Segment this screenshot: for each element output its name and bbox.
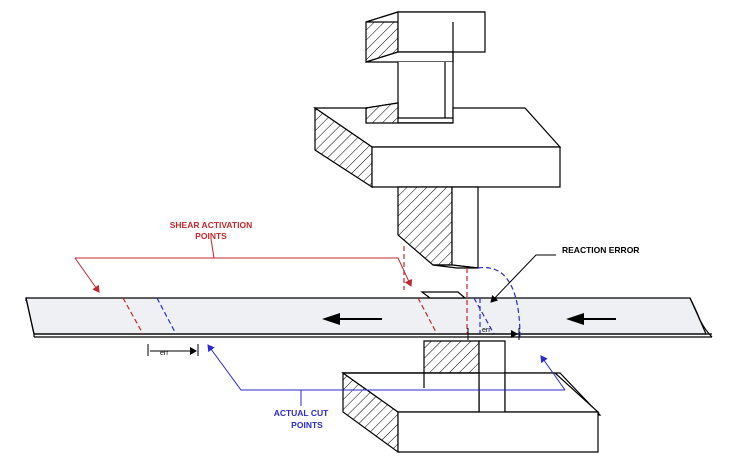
actual-cut-label-line2: POINTS: [291, 420, 323, 430]
flow-arrow-left-icon: [322, 313, 382, 325]
lower-die-plate: [341, 371, 602, 454]
flow-arrow-right-icon: [566, 313, 616, 325]
shear-label-line1: SHEAR ACTIVATION: [170, 220, 252, 230]
actual-leaders: [207, 344, 566, 406]
upper-column: [397, 62, 454, 127]
upper-blade: [397, 186, 479, 269]
upper-top-cap: [365, 11, 486, 63]
shear-label-line2: POINTS: [195, 231, 227, 241]
material-strip: [25, 297, 713, 338]
actual-cut-label-line1: ACTUAL CUT: [274, 408, 329, 418]
err-dimension-right: [467, 328, 520, 340]
err-dimension-left: [147, 344, 199, 356]
reaction-error-label: REACTION ERROR: [562, 245, 639, 255]
err-label-right: err: [482, 327, 491, 334]
reaction-leader: [490, 254, 556, 303]
cut-block: [420, 291, 467, 299]
shear-cut-lines: [122, 246, 521, 339]
err-label-left: err: [160, 350, 169, 357]
upper-plate: [313, 106, 562, 189]
shear-leaders: [74, 238, 413, 293]
